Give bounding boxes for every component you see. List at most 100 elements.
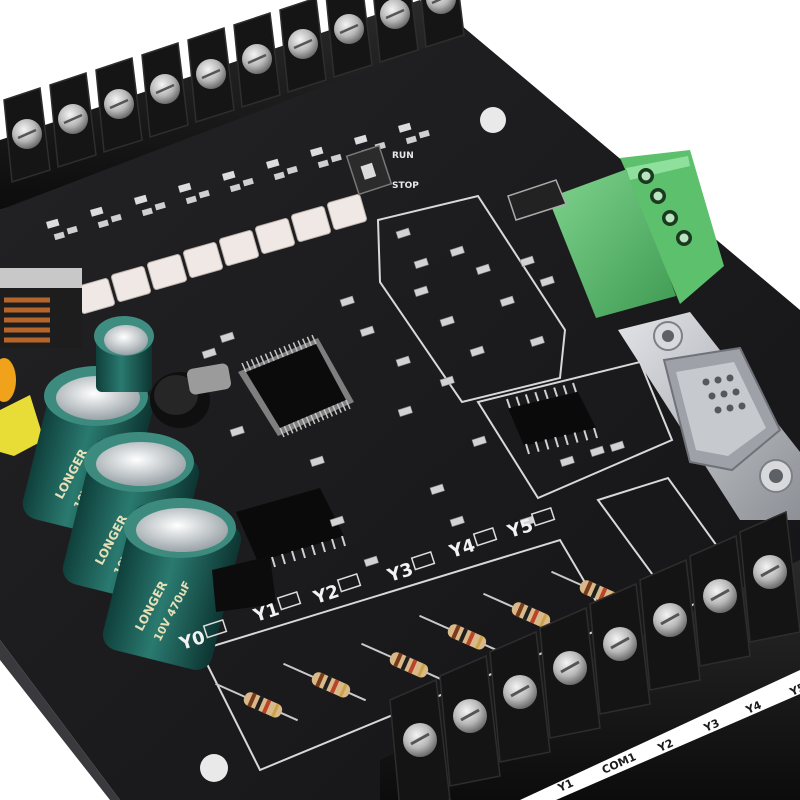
smd-part <box>397 405 413 418</box>
smd-part <box>363 555 379 568</box>
terminal-label: Y4 <box>743 698 764 717</box>
led <box>222 170 236 181</box>
terminal-label: Y5 <box>787 681 800 700</box>
terminal-unit <box>439 654 501 787</box>
terminal-unit <box>373 0 419 63</box>
mounting-hole <box>480 107 506 133</box>
smd-resistor <box>66 225 78 235</box>
through-hole-resistor <box>361 642 445 682</box>
smd-part <box>469 345 485 358</box>
smd-resistor <box>330 153 342 163</box>
pcb-edge-highlight <box>0 640 120 800</box>
optocoupler-row <box>75 194 367 314</box>
smd-components <box>201 227 625 568</box>
led <box>266 158 280 169</box>
terminal-unit <box>279 0 327 93</box>
smd-part <box>449 515 465 528</box>
led <box>90 206 104 217</box>
terminal-unit <box>49 71 97 168</box>
optocoupler <box>255 218 295 254</box>
through-hole-resistor <box>215 682 299 722</box>
terminal-unit <box>325 0 373 78</box>
smd-part <box>429 483 445 496</box>
terminal-unit <box>589 582 651 715</box>
terminal-unit <box>141 41 189 138</box>
smd-resistor <box>405 135 417 145</box>
smd-part <box>395 355 411 368</box>
smd-part <box>589 445 605 458</box>
smd-resistor <box>286 165 298 175</box>
smd-resistor <box>273 171 285 181</box>
yellow-capacitor <box>0 358 44 456</box>
optocoupler <box>291 206 331 242</box>
smd-resistor <box>53 231 65 241</box>
smd-part <box>559 455 575 468</box>
interface-chip <box>506 382 598 455</box>
smd-resistor <box>110 213 122 223</box>
led-row <box>45 122 430 241</box>
switch-label: RUN <box>392 151 414 161</box>
smd-part <box>339 295 355 308</box>
smd-part <box>471 435 487 448</box>
smd-resistor <box>198 189 210 199</box>
optocoupler <box>147 254 187 290</box>
small-capacitor <box>94 316 154 392</box>
optocoupler <box>111 266 151 302</box>
terminal-unit <box>187 26 235 123</box>
inductor <box>0 268 82 348</box>
terminal-unit <box>95 56 143 153</box>
db9-serial-connector <box>618 312 800 520</box>
buzzer <box>150 363 231 428</box>
terminal-unit <box>3 86 51 183</box>
optocoupler <box>219 230 259 266</box>
smd-part <box>201 347 217 360</box>
microcontroller-chip <box>238 334 354 438</box>
through-hole-resistor <box>419 614 503 654</box>
smd-part <box>309 455 325 468</box>
smd-resistor <box>141 207 153 217</box>
run-stop-switch: RUN STOP <box>345 144 419 196</box>
smd-part <box>539 275 555 288</box>
smd-part <box>329 515 345 528</box>
smd-part <box>219 331 235 344</box>
smd-part <box>229 425 245 438</box>
led <box>398 122 412 133</box>
smd-resistor <box>418 129 430 139</box>
power-module <box>212 556 276 612</box>
led <box>178 182 192 193</box>
optocoupler <box>327 194 367 230</box>
smd-part <box>609 440 625 453</box>
terminal-label: Y1 <box>555 777 575 796</box>
smd-part <box>475 263 491 276</box>
smd-part <box>413 285 429 298</box>
smd-part <box>439 375 455 388</box>
smd-resistor <box>229 183 241 193</box>
smd-part <box>499 295 515 308</box>
terminal-unit <box>489 630 551 763</box>
led <box>354 134 368 145</box>
smd-resistor <box>97 219 109 229</box>
mounting-hole <box>200 754 228 782</box>
terminal-unit <box>389 678 451 800</box>
terminal-unit <box>639 558 701 691</box>
resistor-row <box>215 570 635 722</box>
optocoupler <box>183 242 223 278</box>
led <box>134 194 148 205</box>
through-hole-resistor <box>283 662 367 702</box>
smd-part <box>359 325 375 338</box>
smd-part <box>395 227 411 240</box>
smd-resistor <box>154 201 166 211</box>
green-terminal-connector <box>548 150 724 318</box>
led <box>310 146 324 157</box>
smd-resistor <box>317 159 329 169</box>
smd-resistor <box>242 177 254 187</box>
bottom-terminal-block <box>380 510 800 800</box>
top-terminal-block <box>0 0 465 210</box>
terminal-unit <box>689 534 751 667</box>
smd-part <box>439 315 455 328</box>
terminal-unit <box>539 606 601 739</box>
